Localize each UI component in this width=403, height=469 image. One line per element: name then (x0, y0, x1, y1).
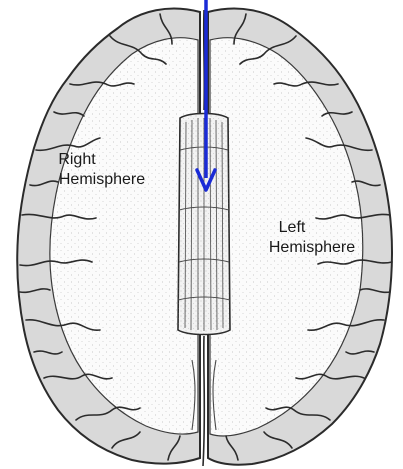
left-hemisphere-label: Left Hemisphere (252, 218, 372, 258)
left-hemisphere-label-line1: Left (252, 218, 372, 238)
right-hemisphere-label-line1: Right (42, 150, 162, 170)
right-hemisphere-label: Right Hemisphere (42, 150, 162, 190)
right-hemisphere-label-line2: Hemisphere (42, 170, 162, 190)
left-hemisphere-label-line2: Hemisphere (252, 238, 372, 258)
right-hemisphere (17, 9, 200, 464)
corpus-callosum (178, 114, 230, 335)
